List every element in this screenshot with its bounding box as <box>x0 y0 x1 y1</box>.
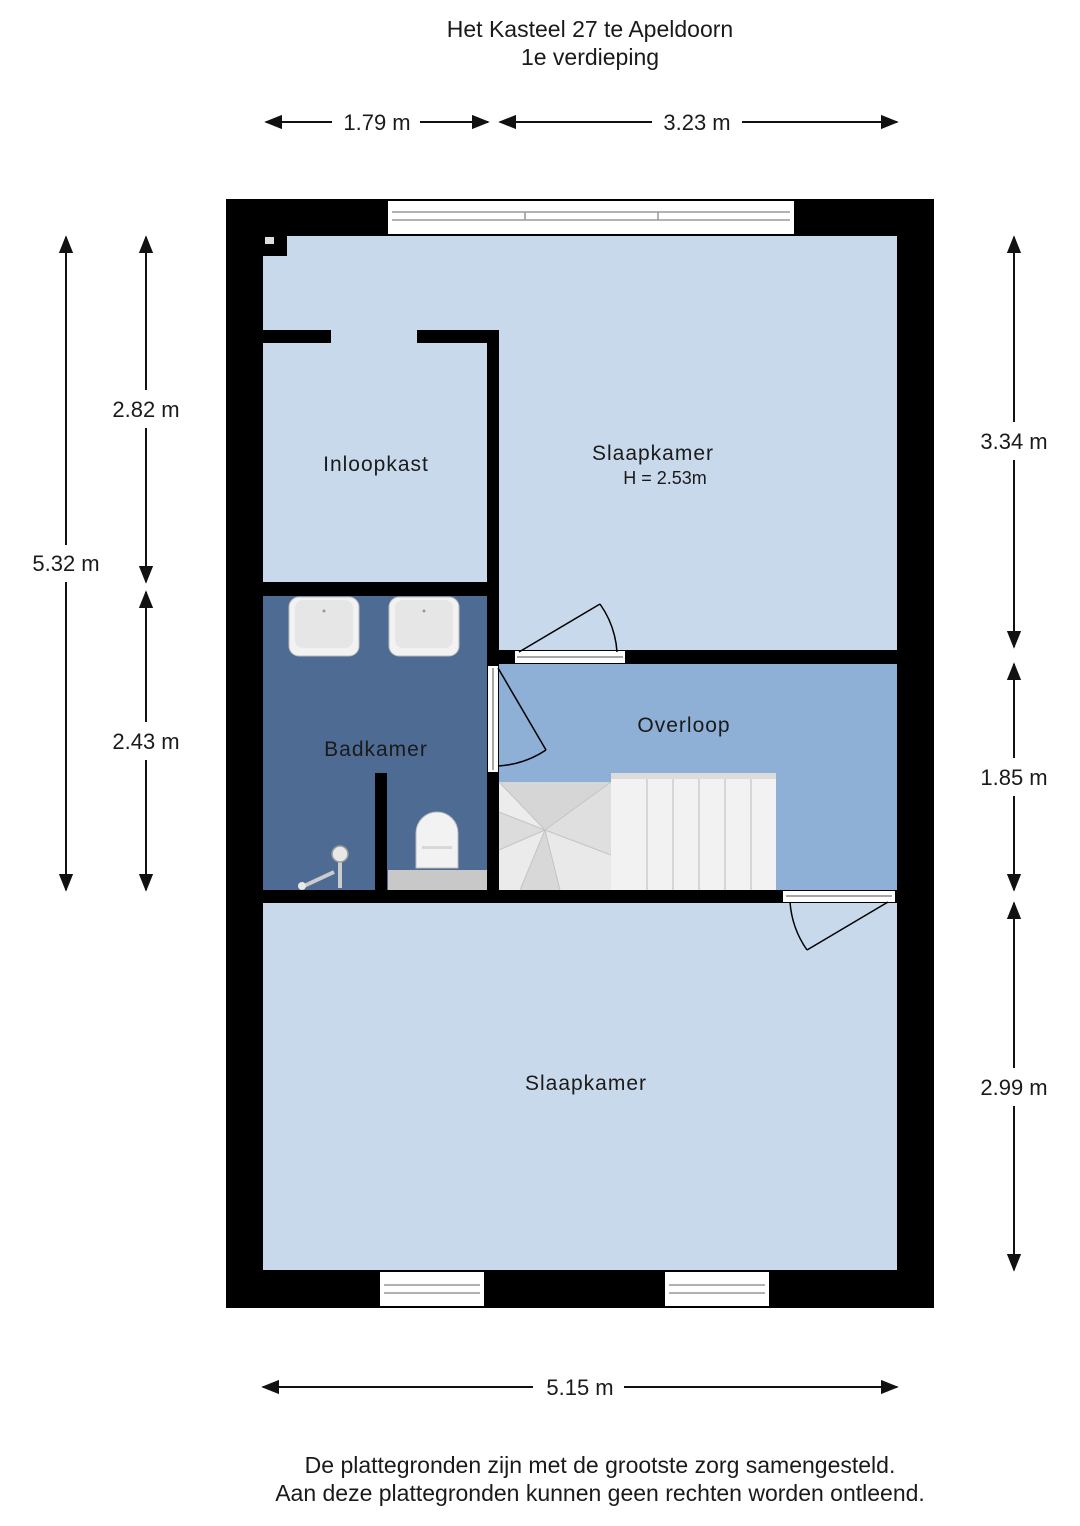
room-slaapkamer-bottom-floor <box>263 903 897 1270</box>
dimension-label: 5.15 m <box>546 1375 613 1400</box>
window-bottom-left <box>380 1272 484 1306</box>
dimension-right-lower: 2.99 m <box>980 901 1048 1272</box>
sink-right-icon <box>388 596 460 657</box>
dimension-label: 1.85 m <box>980 765 1047 790</box>
door-slaapkamer-bottom <box>783 891 895 951</box>
room-label-inloopkast: Inloopkast <box>323 453 429 476</box>
room-label-slaapkamer-top: Slaapkamer <box>592 442 714 465</box>
dimension-left-lower: 2.43 m <box>112 590 180 892</box>
door-badkamer <box>488 666 547 772</box>
dimension-label: 1.79 m <box>343 110 410 135</box>
shower-tap-icon <box>298 845 349 890</box>
wall-vent <box>265 237 274 244</box>
room-label-badkamer: Badkamer <box>324 738 428 761</box>
room-label-overloop: Overloop <box>637 714 730 737</box>
sink-left-icon <box>288 596 360 657</box>
staircase-icon <box>498 773 776 891</box>
room-inloopkast-floor <box>263 342 487 582</box>
room-label-slaapkamer-bottom: Slaapkamer <box>525 1072 647 1095</box>
room-height-label: H = 2.53m <box>623 468 707 488</box>
disclaimer-line-2: Aan deze plattegronden kunnen geen recht… <box>275 1480 925 1506</box>
dimension-label: 3.23 m <box>663 110 730 135</box>
dimension-bottom: 5.15 m <box>261 1375 899 1400</box>
window-top <box>388 201 794 234</box>
dimension-label: 2.82 m <box>112 397 179 422</box>
dimension-label: 2.99 m <box>980 1075 1047 1100</box>
dimension-label: 5.32 m <box>32 551 99 576</box>
dimension-right-middle: 1.85 m <box>980 662 1048 892</box>
dimension-left-upper: 2.82 m <box>112 235 180 584</box>
plan-floor: 1e verdieping <box>521 44 659 70</box>
dimension-top-right: 3.23 m <box>498 110 899 135</box>
plan-title: Het Kasteel 27 te Apeldoorn <box>447 16 733 42</box>
toilet-icon <box>388 811 487 890</box>
door-slaapkamer-top <box>515 603 625 663</box>
dimension-right-upper: 3.34 m <box>980 235 1048 649</box>
dimension-top-left: 1.79 m <box>264 110 490 135</box>
dimension-label: 2.43 m <box>112 729 179 754</box>
dimension-left-total: 5.32 m <box>32 235 100 892</box>
dimension-label: 3.34 m <box>980 429 1047 454</box>
window-bottom-right <box>665 1272 769 1306</box>
disclaimer-line-1: De plattegronden zijn met de grootste zo… <box>305 1452 896 1478</box>
